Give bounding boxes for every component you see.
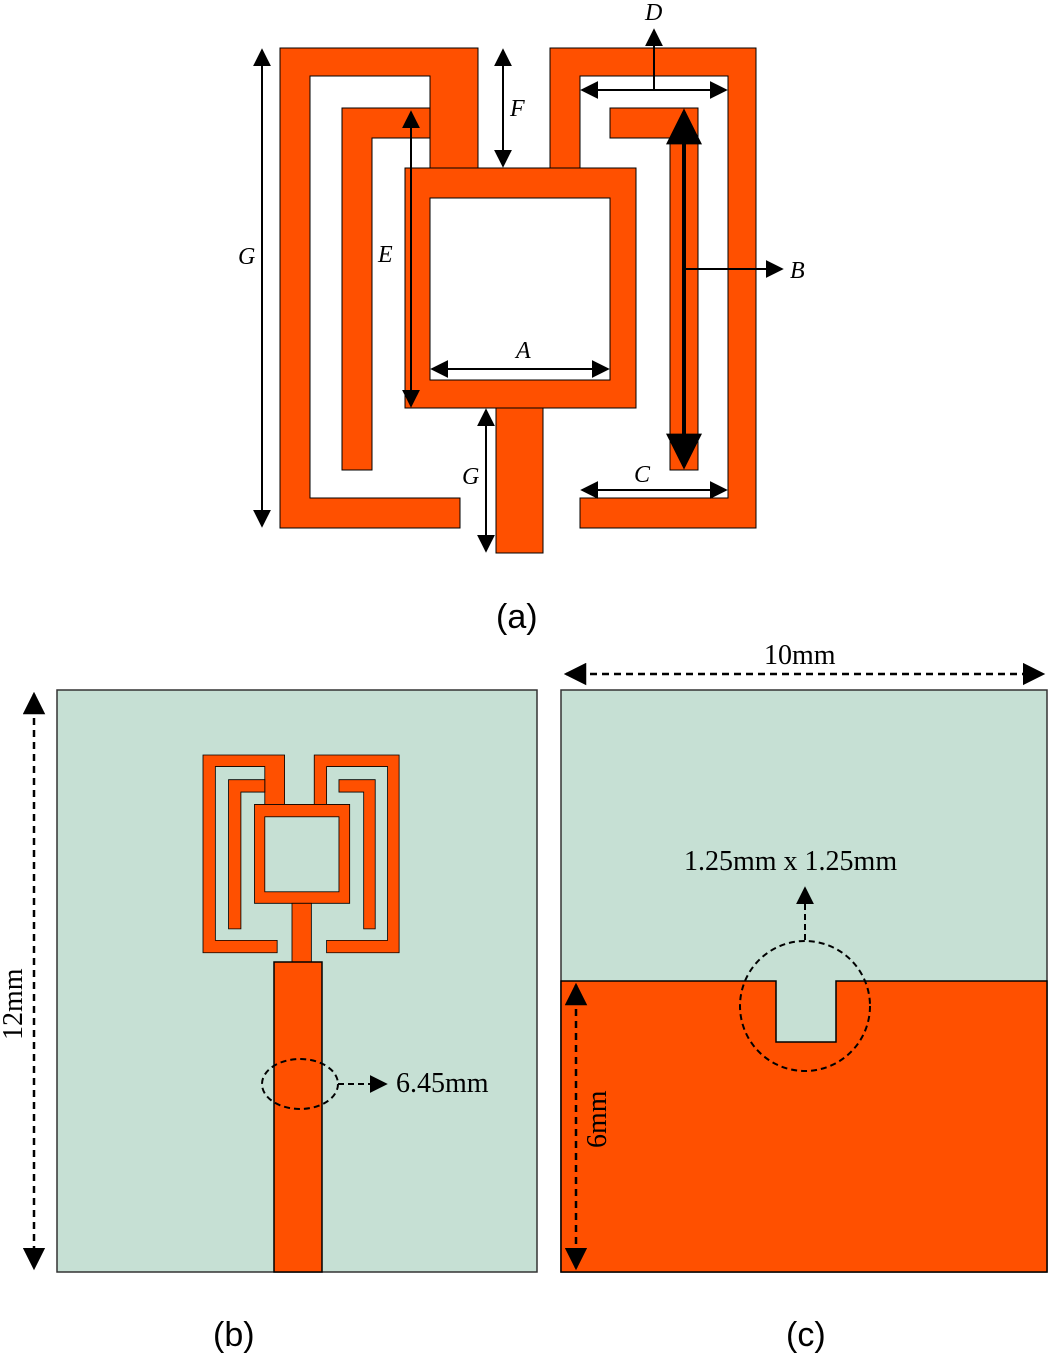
dim-e-label: E [377, 242, 393, 268]
central-square-slot [429, 197, 611, 381]
dim-b-label: B [790, 258, 805, 284]
panel-a: G F D E B A G C (a) [238, 0, 805, 636]
caption-c: (c) [786, 1316, 826, 1354]
panel-b: 12mm 6.45mm (b) [0, 689, 538, 1354]
slot-highlight-circle [739, 940, 871, 1072]
dim-g-feed-label: G [462, 464, 479, 490]
feed-length-label: 6.45mm [396, 1068, 489, 1099]
dim-f-label: F [509, 96, 525, 122]
caption-a: (a) [496, 598, 538, 636]
dim-c-label: C [634, 462, 651, 488]
caption-b: (b) [213, 1316, 255, 1354]
dim-g-left-label: G [238, 244, 255, 270]
width-label: 10mm [764, 640, 836, 671]
ground-height-label: 6mm [582, 1090, 613, 1148]
srr-resonator-small [202, 754, 400, 964]
ground-plane [560, 980, 1048, 1273]
feed-line [273, 961, 323, 1273]
panel-c: 10mm 6mm 1.25mm x 1.25mm (c) [560, 640, 1048, 1354]
slot-size-label: 1.25mm x 1.25mm [684, 846, 897, 877]
dim-d-label: D [644, 0, 662, 26]
height-label: 12mm [0, 968, 29, 1040]
dim-a-label: A [514, 338, 531, 364]
